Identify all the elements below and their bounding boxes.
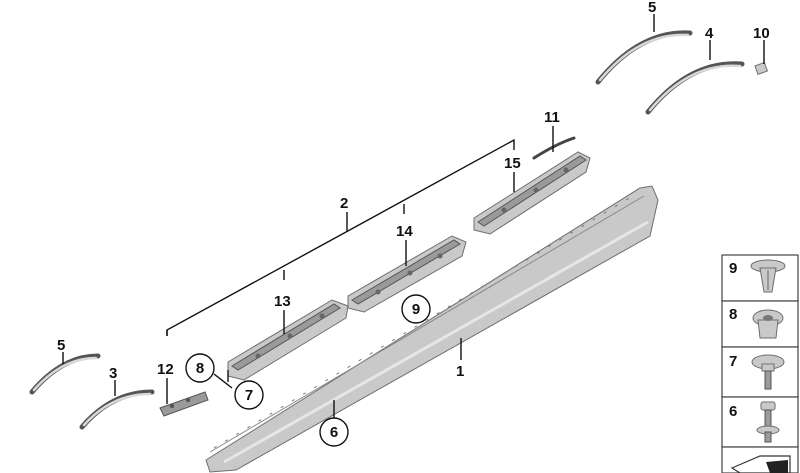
part-11-strip xyxy=(532,136,576,160)
svg-text:9: 9 xyxy=(412,301,420,318)
callout-6-circled: 6 xyxy=(319,417,349,447)
callout-8-circled: 8 xyxy=(185,353,215,383)
svg-text:8: 8 xyxy=(196,360,204,377)
fastener-7-screw-icon xyxy=(751,354,785,390)
legend-label-6: 6 xyxy=(729,403,737,420)
legend-bottom-part-icon xyxy=(730,455,791,473)
legend-label-9: 9 xyxy=(729,260,737,277)
callout-14: 14 xyxy=(396,223,413,240)
part-3-trim-strip xyxy=(79,389,155,430)
callout-9-circled: 9 xyxy=(401,294,431,324)
part-1-side-sill-panel xyxy=(205,185,659,473)
fastener-9-clip-icon xyxy=(750,259,786,293)
part-10-clip xyxy=(754,61,769,76)
callout-4: 4 xyxy=(705,25,714,42)
legend-label-8: 8 xyxy=(729,306,737,323)
callout-15: 15 xyxy=(504,155,521,172)
part-14-bracket xyxy=(347,235,467,313)
part-15-bracket xyxy=(473,151,591,235)
fastener-legend: 9 8 7 6 xyxy=(721,254,799,473)
callout-13: 13 xyxy=(274,293,291,310)
svg-text:6: 6 xyxy=(330,424,338,441)
callout-3: 3 xyxy=(109,365,117,382)
callout-10: 10 xyxy=(753,25,770,42)
svg-text:7: 7 xyxy=(245,387,253,404)
callout-12: 12 xyxy=(157,361,174,378)
callout-11: 11 xyxy=(544,109,560,126)
callout-7-circled: 7 xyxy=(234,380,264,410)
callout-5-top: 5 xyxy=(648,0,656,16)
fastener-8-nut-icon xyxy=(752,309,784,339)
callout-1: 1 xyxy=(456,363,464,380)
part-12-bracket xyxy=(159,391,209,417)
part-5-trim-strip-upper xyxy=(595,30,693,85)
legend-label-7: 7 xyxy=(729,353,737,370)
callout-5-bottom: 5 xyxy=(57,337,65,354)
leader-lines xyxy=(62,14,765,418)
fastener-6-screw-icon xyxy=(756,401,780,443)
part-5-trim-strip-lower xyxy=(29,353,101,395)
part-13-bracket xyxy=(227,299,349,381)
callout-2: 2 xyxy=(340,195,348,212)
part-4-trim-strip xyxy=(645,61,745,115)
